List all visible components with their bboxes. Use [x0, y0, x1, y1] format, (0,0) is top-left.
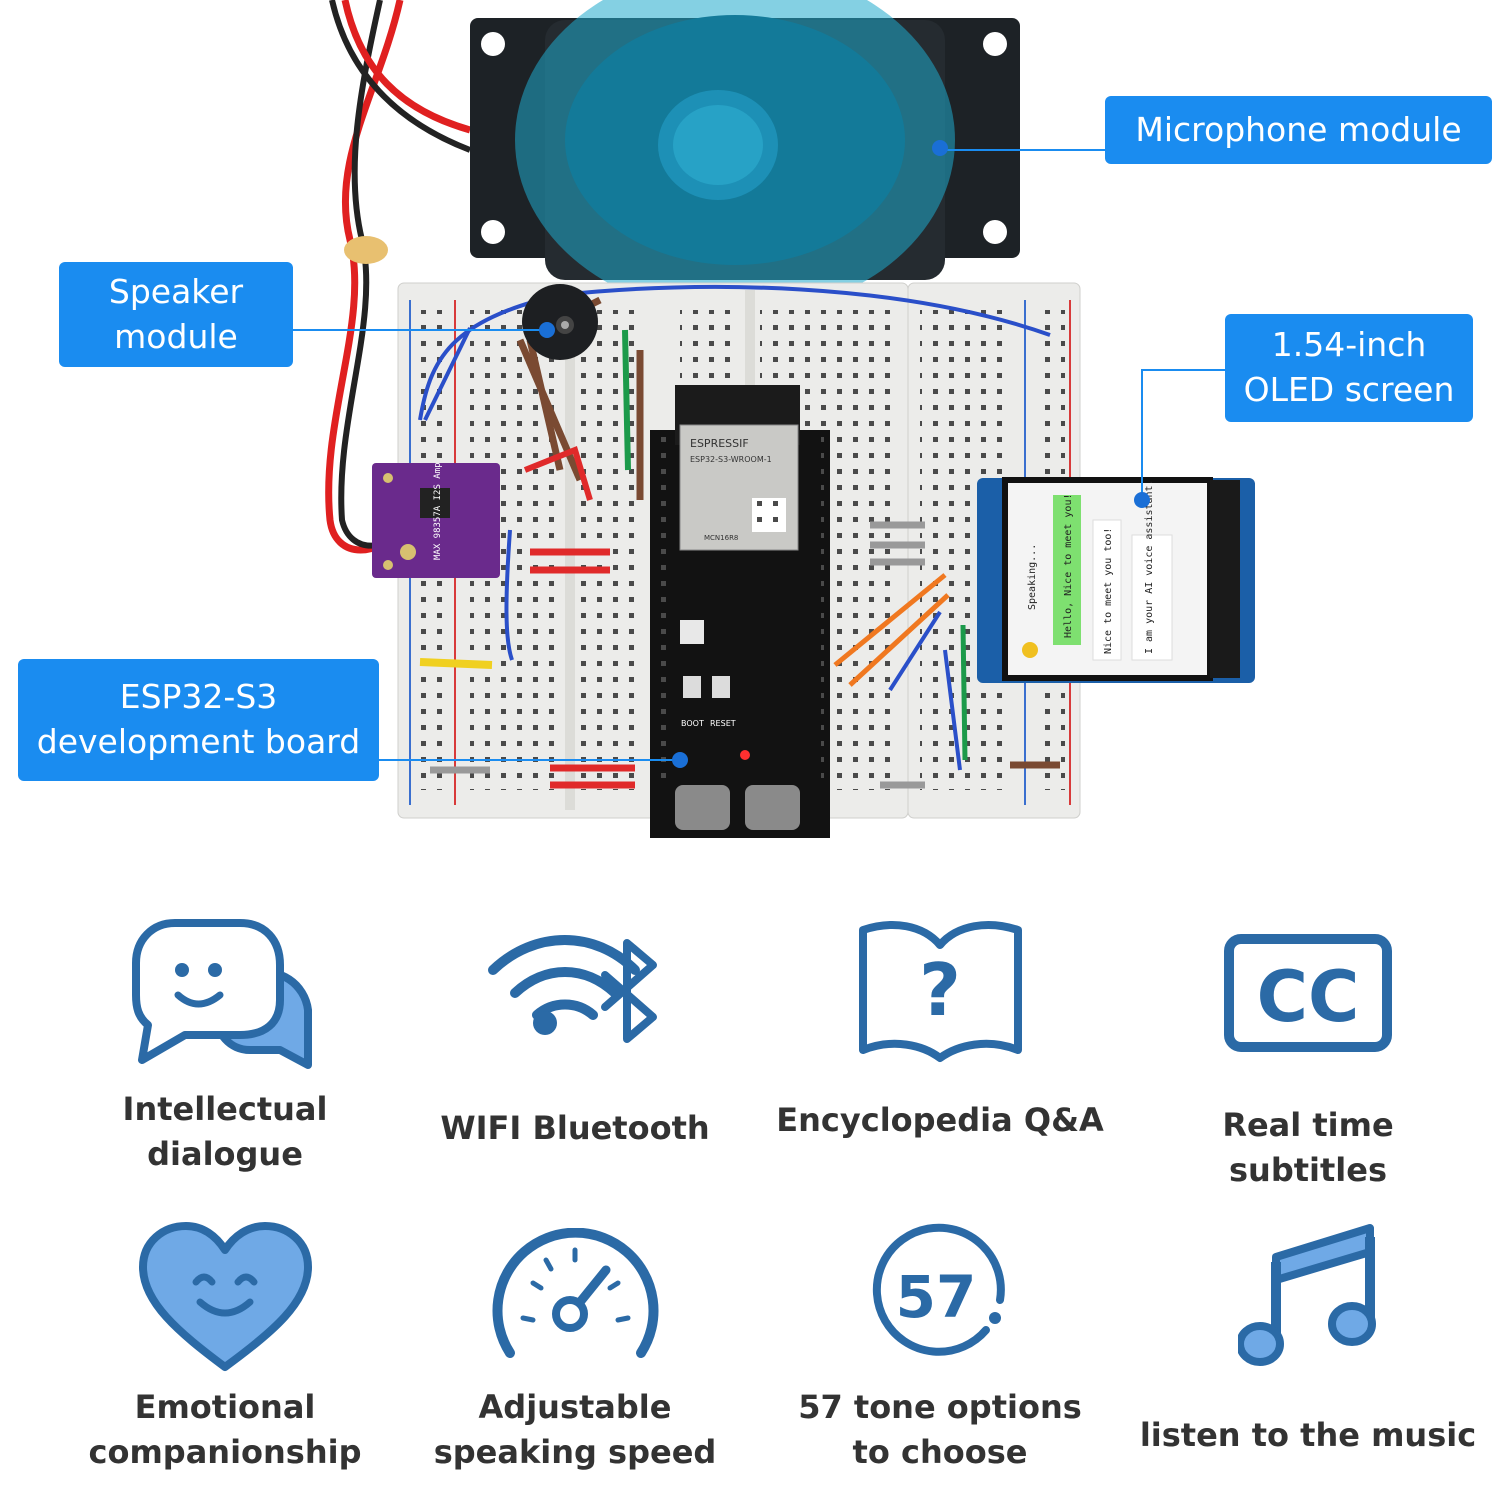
chat-smile-icon	[132, 919, 312, 1069]
esp32-board: ESPRESSIF ESP32-S3-WROOM-1 MCN16R8 BOOT …	[650, 385, 830, 838]
feature-music: listen to the music	[1128, 1222, 1488, 1485]
book-question-icon: ?	[858, 921, 1022, 1062]
feature-label: WIFI Bluetooth	[440, 1108, 710, 1147]
feature-subtitles: CC Real time subtitles	[1128, 933, 1488, 1198]
svg-text:RESET: RESET	[710, 719, 736, 728]
feature-emotional-companionship: Emotional companionship	[45, 1222, 405, 1480]
svg-text:Speaking...: Speaking...	[1027, 544, 1038, 610]
svg-text:CC: CC	[1257, 956, 1360, 1038]
feature-speaking-speed: Adjustable speaking speed	[395, 1228, 755, 1480]
speaker-callout: Speaker module	[59, 262, 293, 367]
oled-display-module: Speaking... Hello, Nice to meet you! Nic…	[977, 477, 1255, 683]
feature-label: listen to the music	[1139, 1415, 1477, 1454]
svg-text:BOOT: BOOT	[681, 719, 704, 728]
svg-text:Nice to meet you too!: Nice to meet you too!	[1103, 528, 1114, 654]
feature-label: Intellectual dialogue	[122, 1090, 328, 1173]
amplifier-board: MAX 98357A I2S Amp	[372, 462, 500, 578]
feature-label: 57 tone options to choose	[798, 1388, 1082, 1471]
tone-57-icon: 57	[872, 1223, 1005, 1356]
svg-text:MAX 98357A I2S Amp: MAX 98357A I2S Amp	[433, 462, 443, 560]
feature-label: Emotional companionship	[88, 1388, 362, 1471]
feature-label: Adjustable speaking speed	[433, 1388, 717, 1471]
svg-text:?: ?	[919, 948, 961, 1032]
closed-caption-icon: CC	[1224, 934, 1392, 1052]
svg-text:ESPRESSIF: ESPRESSIF	[690, 437, 749, 450]
feature-encyclopedia: ? Encyclopedia Q&A	[760, 920, 1120, 1150]
hardware-illustration: MAX 98357A I2S Amp ESPRESSIF ESP32-S3-WR…	[292, 0, 1255, 838]
svg-text:MCN16R8: MCN16R8	[704, 534, 738, 542]
wifi-bluetooth-icon	[488, 935, 657, 1043]
svg-text:Hello, Nice to meet you!: Hello, Nice to meet you!	[1063, 494, 1074, 639]
feature-label: Real time subtitles	[1222, 1106, 1394, 1189]
svg-text:ESP32-S3-WROOM-1: ESP32-S3-WROOM-1	[690, 455, 772, 464]
heart-smile-icon	[138, 1222, 312, 1371]
feature-intellectual-dialogue: Intellectual dialogue	[45, 915, 405, 1182]
speedometer-icon	[492, 1228, 658, 1358]
feature-wifi-bluetooth: WIFI Bluetooth	[395, 935, 755, 1178]
feature-label: Encyclopedia Q&A	[776, 1100, 1104, 1139]
music-note-icon	[1238, 1224, 1376, 1366]
microphone-breakout	[522, 284, 598, 360]
speaker-housing	[470, 0, 1020, 315]
screen-callout: 1.54-inch OLED screen	[1225, 314, 1473, 422]
svg-text:I am your AI voice assistant.: I am your AI voice assistant.	[1144, 479, 1155, 654]
svg-text:57: 57	[895, 1263, 976, 1331]
microphone-callout: Microphone module	[1105, 96, 1492, 164]
feature-tone-options: 57 57 tone options to choose	[760, 1222, 1120, 1480]
board-callout: ESP32-S3 development board	[18, 659, 379, 781]
